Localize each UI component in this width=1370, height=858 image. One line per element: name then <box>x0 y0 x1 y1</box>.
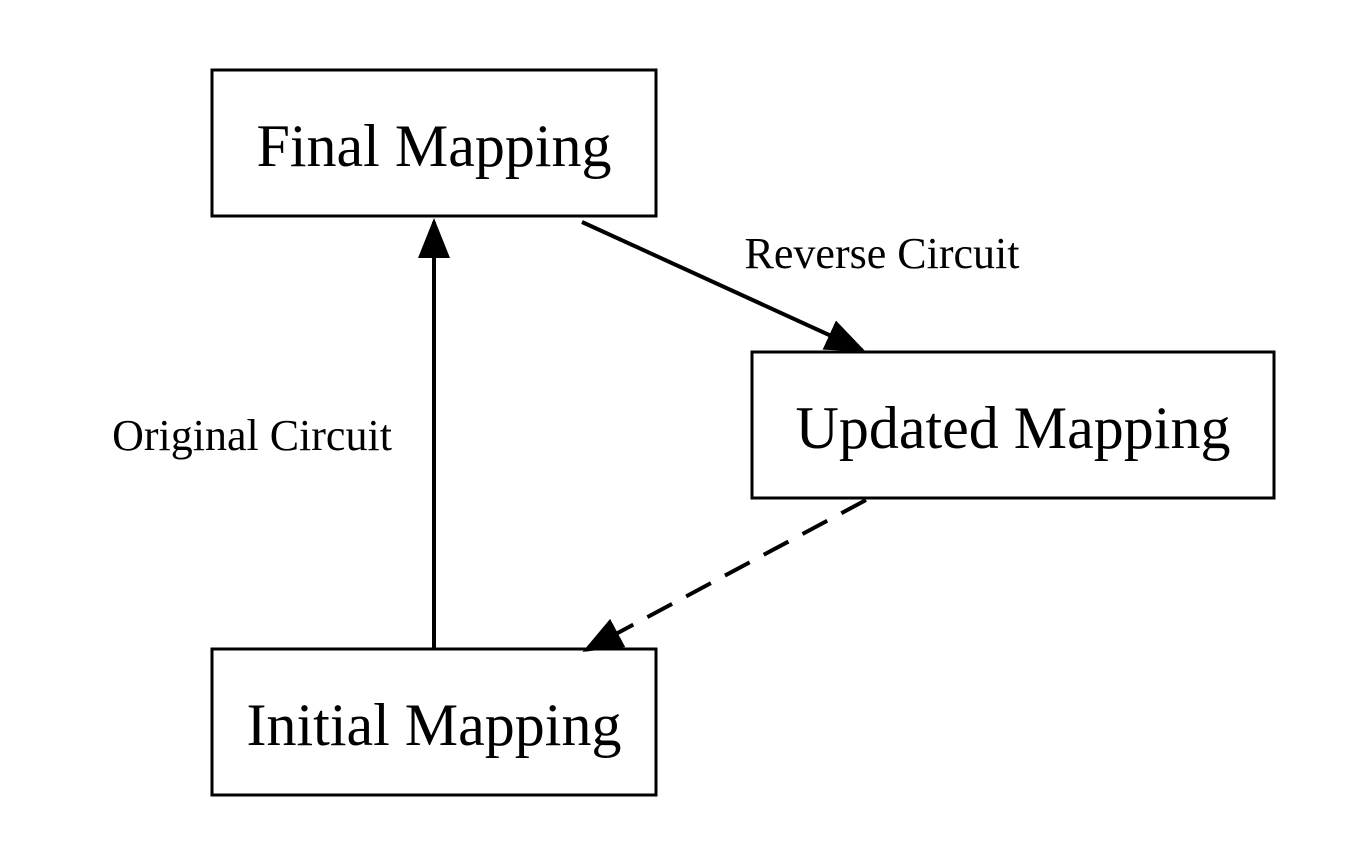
node-final-mapping-label: Final Mapping <box>257 113 612 179</box>
node-initial-mapping-label: Initial Mapping <box>247 692 622 758</box>
edge-original-circuit-label: Original Circuit <box>112 411 392 460</box>
edge-return-dashed <box>582 498 867 652</box>
edge-return-dashed-arrow <box>582 498 867 652</box>
node-updated-mapping-label: Updated Mapping <box>796 395 1231 461</box>
edge-reverse-circuit-label: Reverse Circuit <box>745 229 1020 278</box>
edge-reverse-circuit: Reverse Circuit <box>581 220 1020 352</box>
node-updated-mapping-box <box>750 350 1276 500</box>
edge-original-circuit: Original Circuit <box>112 218 450 649</box>
node-updated-mapping: Updated Mapping <box>750 350 1276 500</box>
node-final-mapping: Final Mapping <box>210 68 658 218</box>
edge-reverse-circuit-arrow <box>581 220 866 352</box>
node-final-mapping-box <box>210 68 658 218</box>
node-initial-mapping: Initial Mapping <box>210 647 658 797</box>
